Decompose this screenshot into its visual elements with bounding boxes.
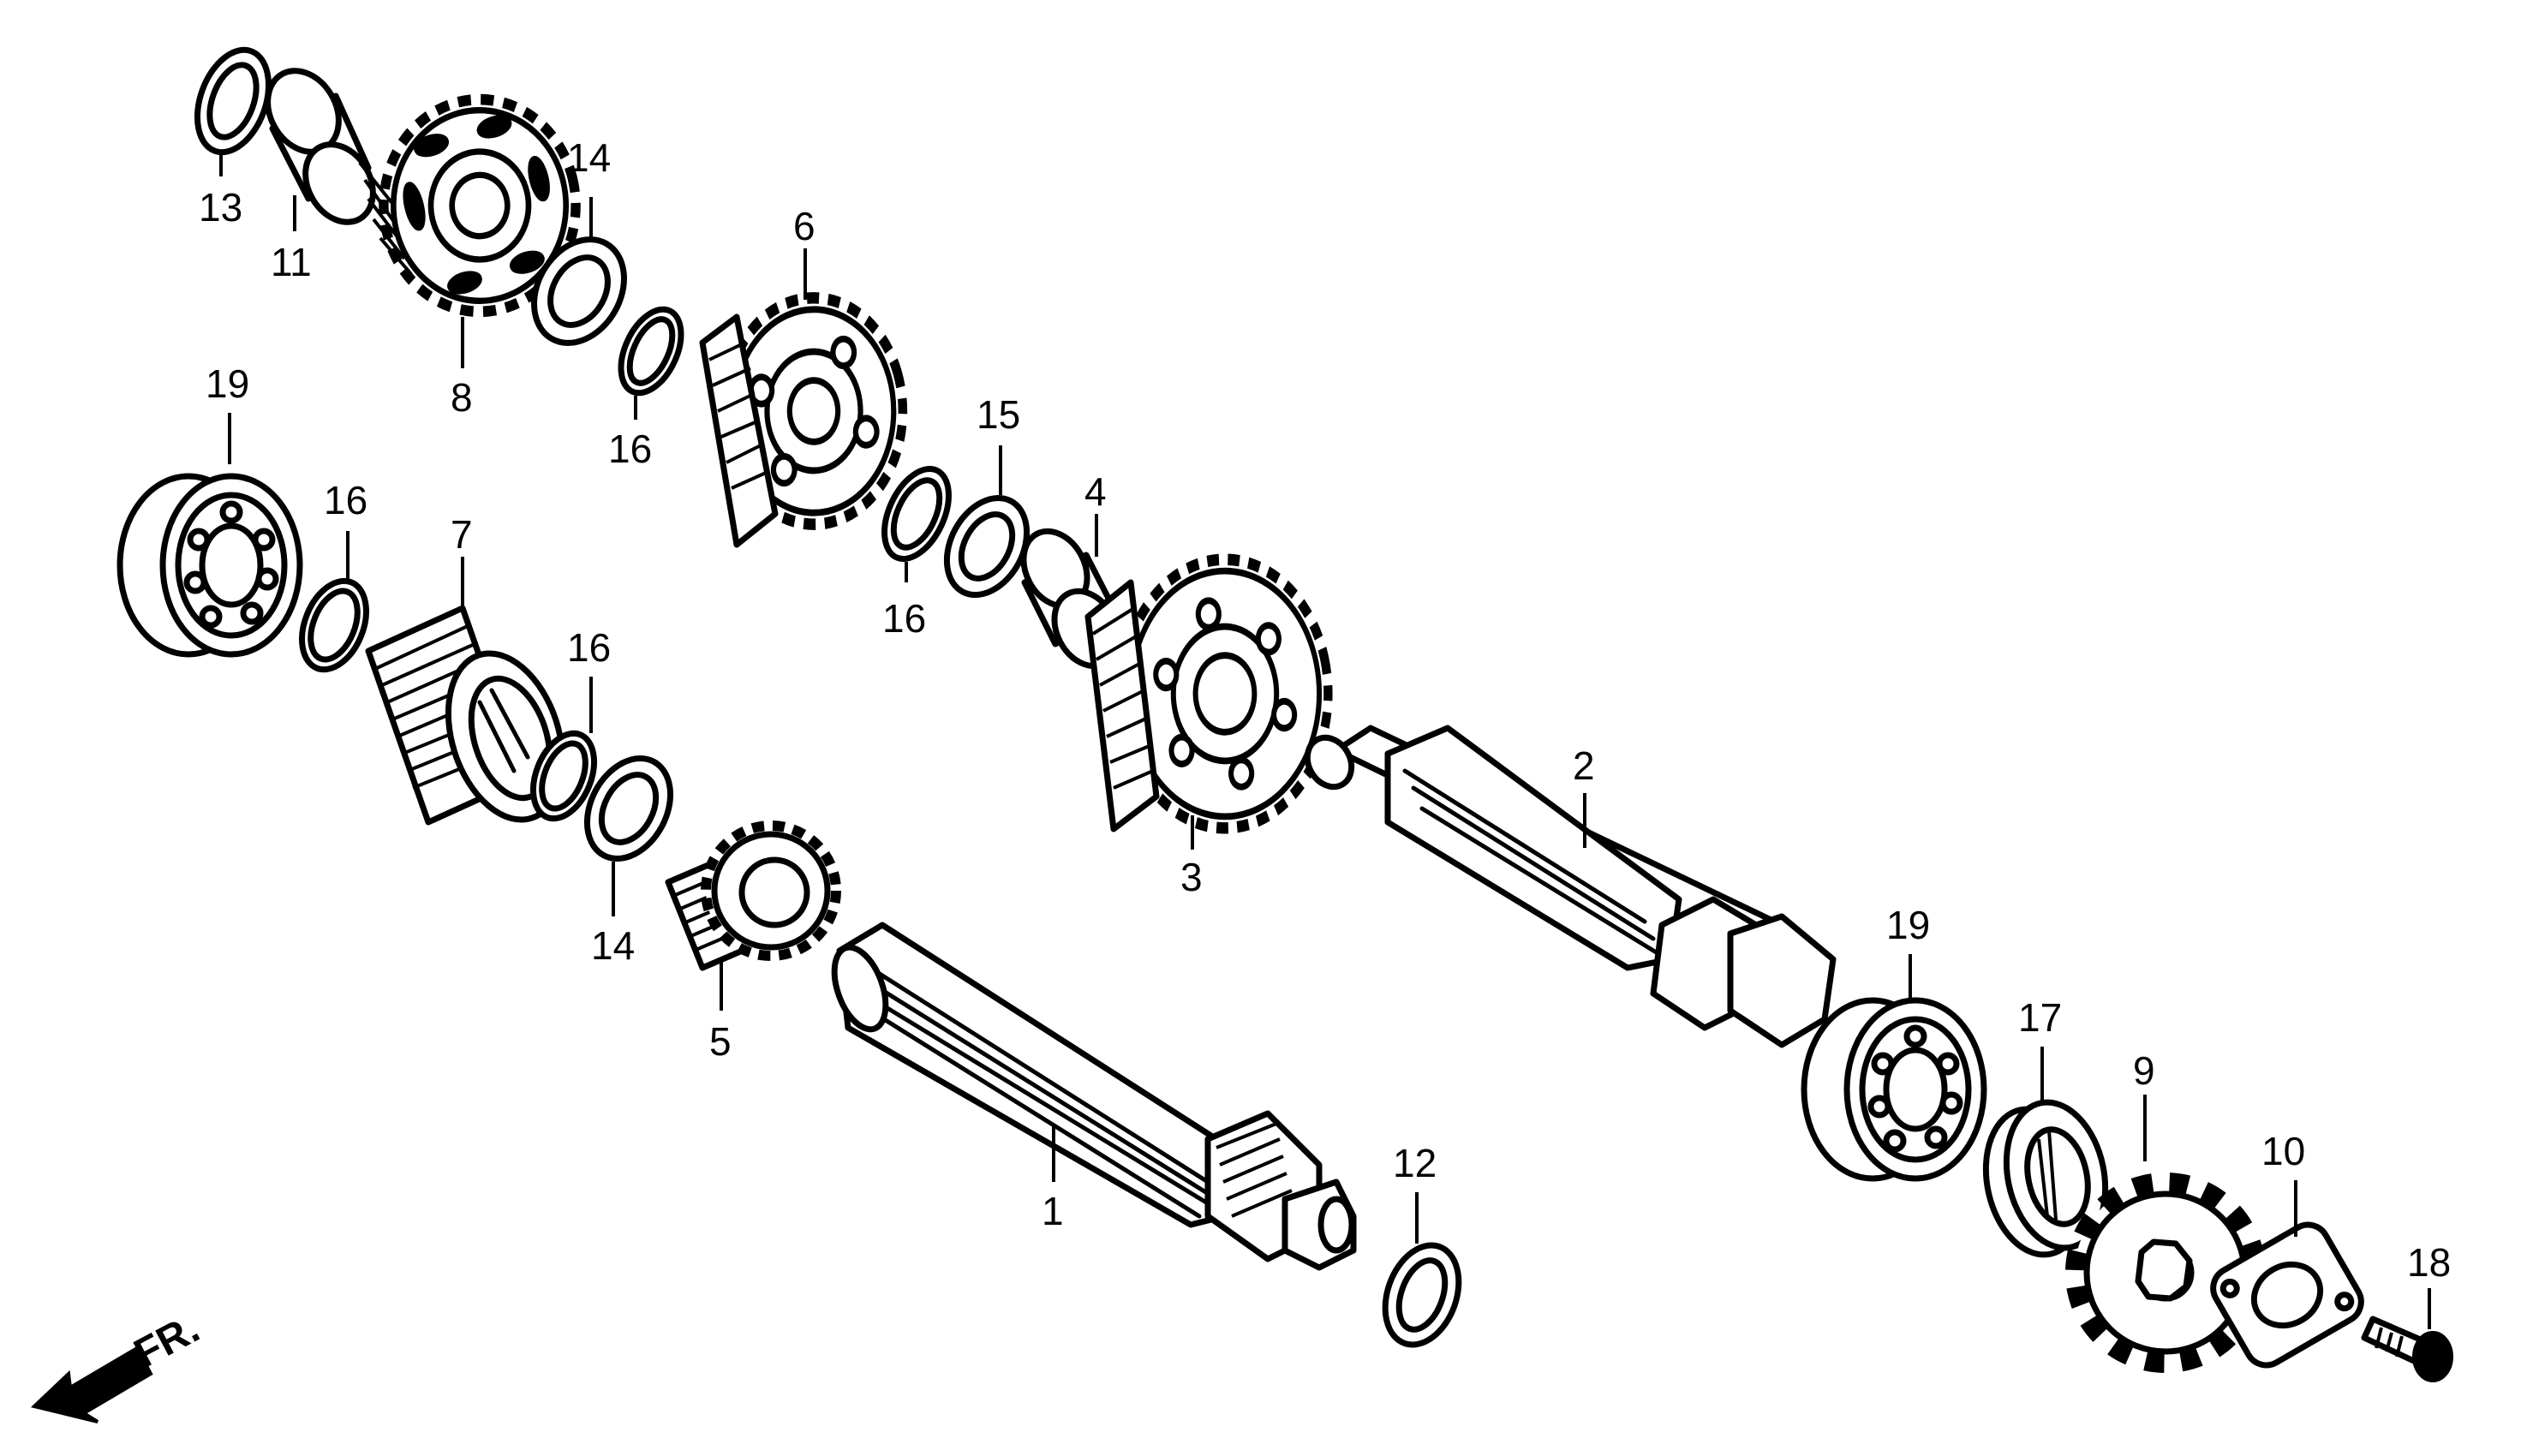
part-16-circlip-left [299,577,369,673]
part-3-gear [1117,553,1333,834]
callout-6: 6 [793,204,815,248]
part-16-circlip-middle [881,465,952,563]
part-12-thrust-washer [1382,1242,1462,1348]
callout-17: 17 [2018,995,2062,1040]
part-11-bushing [265,68,376,225]
callout-4: 4 [1084,469,1107,514]
callout-18: 18 [2407,1240,2451,1285]
part-14-spline-washer-upper [531,236,627,346]
callout-16-upper: 16 [608,427,652,471]
callout-16-left: 16 [324,478,367,522]
part-2-countershaft [1304,725,1837,1048]
part-6-gear [720,292,908,530]
part-8-teeth-face [358,161,413,276]
callout-16-lower: 16 [567,625,611,670]
part-8-gear [379,93,581,318]
callout-16-middle: 16 [882,596,926,641]
part-13-thrust-washer [194,46,272,156]
part-16-circlip-upper [618,306,684,397]
callout-9: 9 [2133,1048,2155,1093]
part-15-spline-washer [943,494,1031,599]
callout-19-left: 19 [206,361,249,406]
part-14-spline-washer-lower [583,755,674,862]
callout-7: 7 [451,512,473,557]
callout-14-lower: 14 [591,923,635,968]
callout-3: 3 [1180,855,1203,899]
part-5-gear [665,820,841,971]
part-19-bearing-left [120,476,300,654]
part-6-teeth-face [699,313,779,548]
part-7-gear [365,605,566,826]
callout-8: 8 [451,375,473,420]
part-10-fixing-plate [2210,1221,2364,1369]
callout-10: 10 [2261,1129,2305,1173]
front-direction-arrow: FR. [30,1306,206,1423]
callout-5: 5 [709,1019,732,1064]
callout-15: 15 [977,392,1020,437]
part-3-teeth-face [1084,579,1160,832]
part-19-bearing-right [1804,1000,1984,1179]
callout-2: 2 [1573,743,1595,788]
callout-19-right: 19 [1886,903,1930,947]
part-1-mainshaft [831,922,1357,1271]
callout-1: 1 [1042,1189,1064,1233]
callout-12: 12 [1393,1141,1437,1185]
callout-13: 13 [199,185,242,230]
part-18-bolt [2361,1316,2453,1382]
callout-14-upper: 14 [567,135,611,180]
part-16-circlip-lower [530,730,597,822]
callout-11: 11 [271,240,312,284]
part-17-oil-seal [1982,1099,2109,1258]
